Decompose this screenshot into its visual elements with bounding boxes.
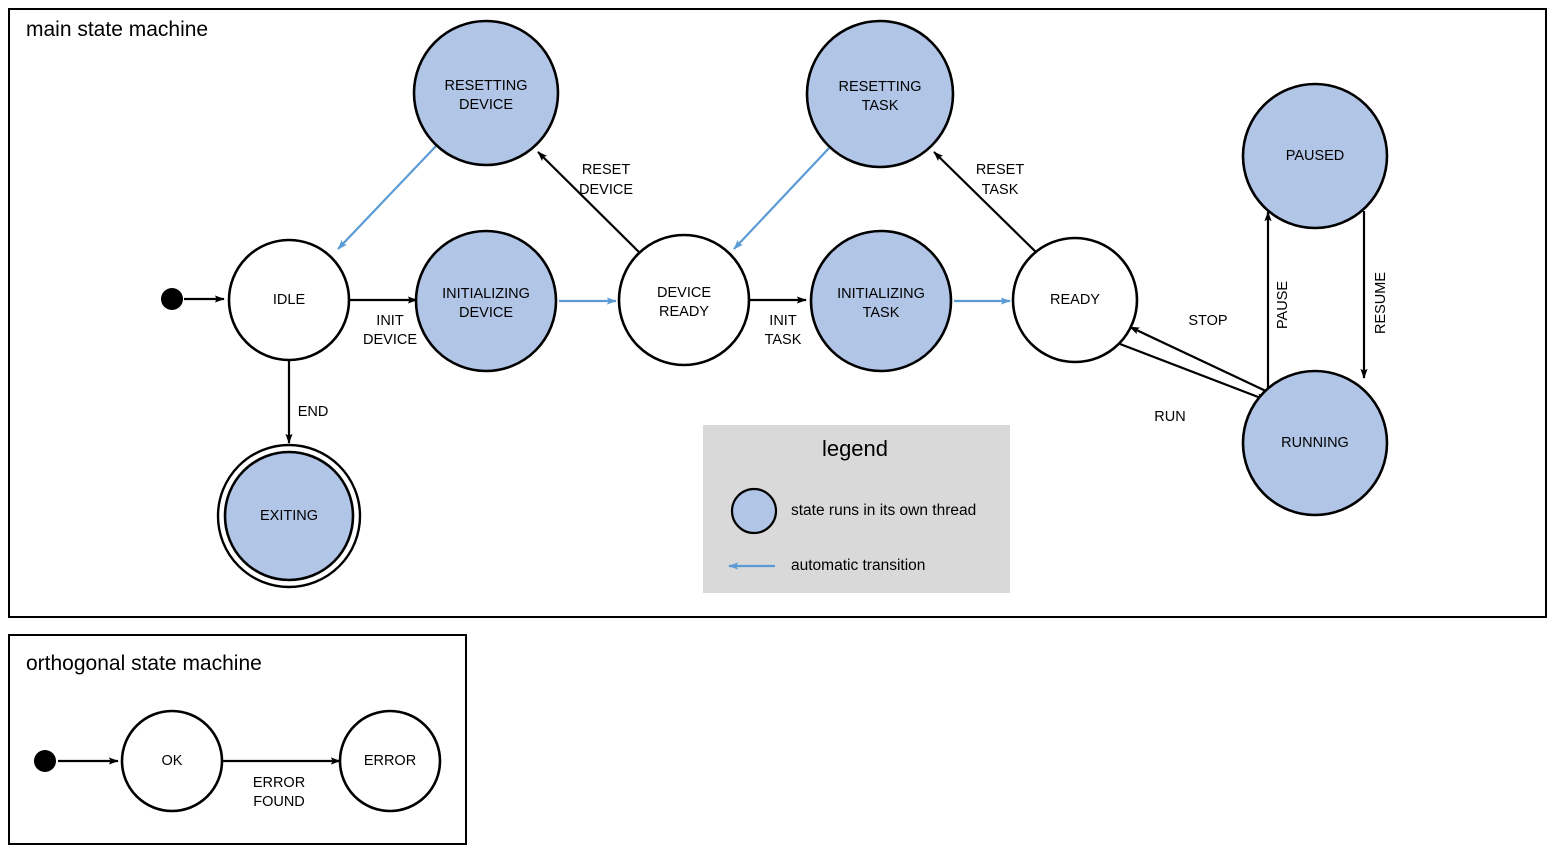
state-node-running[interactable]: RUNNING — [1241, 369, 1389, 517]
state-label-initializing-device-line1: INITIALIZING — [442, 286, 530, 302]
transition-ok-to-error: ERROR FOUND — [222, 757, 341, 810]
final-state-outer-ring — [216, 443, 362, 589]
state-circle — [1011, 236, 1139, 364]
transition-ready-to-resetting-task: RESET TASK — [933, 151, 1044, 260]
legend-thread-text: state runs in its own thread — [791, 502, 976, 519]
orthogonal-state-machine-frame: orthogonal state machine ERROR FOUND OK … — [8, 634, 467, 845]
transition-running-to-paused: PAUSE — [1264, 211, 1291, 399]
state-node-ok[interactable]: OK — [120, 709, 224, 813]
edge-line — [733, 145, 832, 250]
state-label-error: ERROR — [364, 753, 416, 769]
state-label-resetting-task-line1: RESETTING — [839, 79, 922, 95]
legend: legend state runs in its own thread auto… — [703, 425, 1010, 593]
main-frame-border — [8, 8, 1547, 618]
state-circle — [223, 450, 355, 582]
transition-idle-to-exiting: END — [285, 361, 329, 444]
edge-label-init-device-line2: DEVICE — [363, 332, 417, 348]
state-label-initializing-task-line1: INITIALIZING — [837, 286, 925, 302]
state-circle — [412, 19, 560, 167]
state-label-device-ready-line2: READY — [659, 304, 709, 320]
orthogonal-frame-title: orthogonal state machine — [26, 652, 262, 675]
state-node-device-ready[interactable]: DEVICE READY — [617, 233, 751, 367]
state-label-resetting-task-line2: TASK — [862, 98, 899, 114]
edge-label-resume: RESUME — [1373, 272, 1389, 334]
state-node-paused[interactable]: PAUSED — [1241, 82, 1389, 230]
state-circle — [120, 709, 224, 813]
edge-label-init-task-line1: INIT — [769, 313, 797, 329]
edge-label-init-task-line2: TASK — [765, 332, 802, 348]
state-label-running: RUNNING — [1281, 435, 1349, 451]
edge-line — [1119, 342, 1267, 402]
edge-label-stop: STOP — [1188, 313, 1227, 329]
state-node-initializing-device[interactable]: INITIALIZING DEVICE — [414, 229, 558, 373]
edge-label-reset-task-line2: TASK — [982, 182, 1019, 198]
state-label-exiting: EXITING — [260, 508, 318, 524]
transition-resetting-device-to-idle — [337, 144, 438, 250]
main-frame-title: main state machine — [26, 18, 208, 41]
transition-idle-to-initializing-device: INIT DEVICE — [349, 296, 418, 348]
edge-label-reset-device-line2: DEVICE — [579, 182, 633, 198]
state-label-resetting-device-line2: DEVICE — [459, 97, 513, 113]
edge-label-pause: PAUSE — [1275, 281, 1291, 329]
transition-resetting-task-to-device-ready — [733, 145, 832, 250]
state-circle — [414, 229, 558, 373]
legend-auto-text: automatic transition — [791, 557, 925, 574]
state-label-idle: IDLE — [273, 292, 306, 308]
edge-label-error-found-line2: FOUND — [253, 794, 305, 810]
state-circle — [809, 229, 953, 373]
state-node-exiting[interactable]: EXITING — [216, 443, 362, 589]
state-node-error[interactable]: ERROR — [338, 709, 442, 813]
state-label-ok: OK — [162, 753, 183, 769]
state-label-paused: PAUSED — [1286, 148, 1345, 164]
transition-running-to-ready: STOP — [1129, 313, 1269, 393]
transition-device-ready-to-resetting-device: RESET DEVICE — [537, 151, 649, 262]
state-circle — [227, 238, 351, 362]
initial-state-dot-main — [161, 288, 183, 310]
state-circle — [1241, 82, 1389, 230]
legend-title: legend — [822, 436, 888, 461]
edge-line — [933, 151, 1044, 260]
orthogonal-frame-border — [8, 634, 467, 845]
transition-paused-to-running: RESUME — [1360, 211, 1389, 379]
state-node-idle[interactable]: IDLE — [227, 238, 351, 362]
state-label-device-ready-line1: DEVICE — [657, 285, 711, 301]
edge-line — [337, 144, 438, 250]
state-node-ready[interactable]: READY — [1011, 236, 1139, 364]
legend-thread-circle-icon — [730, 487, 778, 535]
state-node-resetting-device[interactable]: RESETTING DEVICE — [412, 19, 560, 167]
state-label-initializing-device-line2: DEVICE — [459, 305, 513, 321]
state-node-initializing-task[interactable]: INITIALIZING TASK — [809, 229, 953, 373]
edge-label-end: END — [298, 404, 329, 420]
state-label-initializing-task-line2: TASK — [863, 305, 900, 321]
transition-ready-to-running: RUN — [1119, 342, 1267, 425]
transition-device-ready-to-initializing-task: INIT TASK — [749, 296, 807, 348]
edge-label-reset-task-line1: RESET — [976, 162, 1024, 178]
state-circle — [617, 233, 751, 367]
edge-label-init-device-line1: INIT — [376, 313, 404, 329]
state-node-resetting-task[interactable]: RESETTING TASK — [805, 19, 955, 169]
edge-line — [537, 151, 649, 262]
initial-state-dot-orthogonal — [34, 750, 56, 772]
state-label-resetting-device-line1: RESETTING — [445, 78, 528, 94]
edge-label-run: RUN — [1154, 409, 1185, 425]
edge-line — [1129, 326, 1269, 393]
state-label-ready: READY — [1050, 292, 1100, 308]
main-state-machine-frame: main state machine — [8, 8, 1547, 618]
state-circle — [338, 709, 442, 813]
state-circle — [805, 19, 955, 169]
state-circle — [1241, 369, 1389, 517]
edge-label-error-found-line1: ERROR — [253, 775, 305, 791]
edge-label-reset-device-line1: RESET — [582, 162, 630, 178]
